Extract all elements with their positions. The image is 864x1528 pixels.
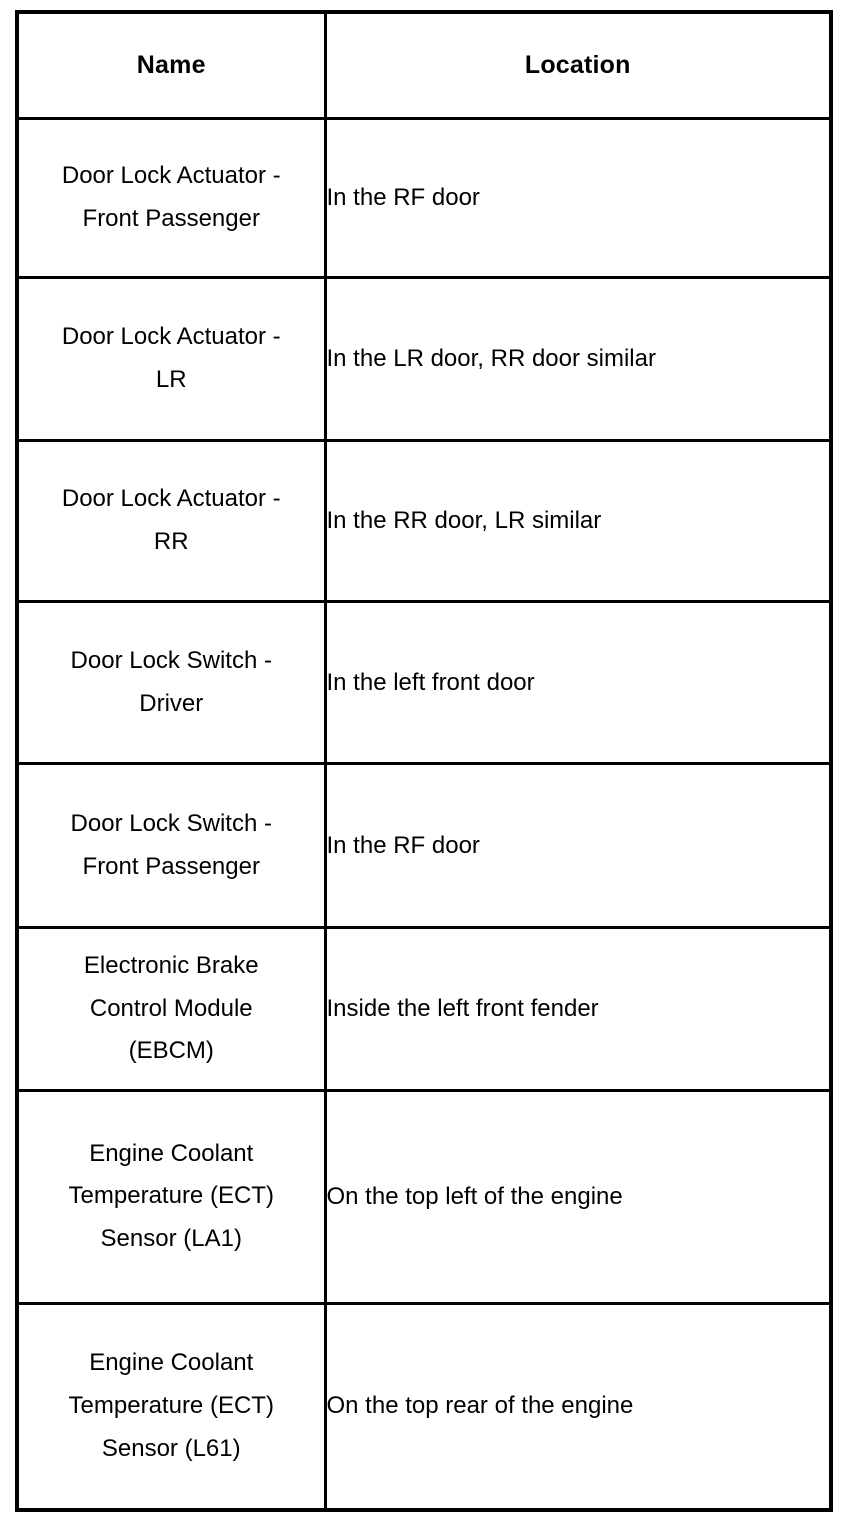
table-header-row: Name Location [15,10,833,120]
cell-location: In the left front door [323,600,833,766]
name-line: Door Lock Switch - [70,809,272,837]
name-line: Engine Coolant [89,1349,254,1377]
name-line: Sensor (L61) [101,1434,241,1462]
table-row: Engine Coolant Temperature (ECT) Sensor … [15,1089,833,1305]
table-row: Door Lock Switch - Driver In the left fr… [15,600,833,766]
cell-location: In the RF door [323,116,833,280]
name-line: Front Passenger [82,205,260,233]
name-line: Temperature (ECT) [68,1391,274,1419]
name-line: RR [153,527,189,555]
table-row: Door Lock Actuator - RR In the RR door, … [15,438,833,604]
name-line: Electronic Brake [83,951,259,979]
name-line: Door Lock Actuator - [61,162,281,190]
table-row: Door Lock Switch - Front Passenger In th… [15,762,833,929]
name-line: Temperature (ECT) [68,1182,274,1210]
column-header-name: Name [15,10,327,120]
name-line: Driver [139,689,204,717]
table-body: Door Lock Actuator - Front Passenger In … [15,116,833,1512]
cell-location: In the RF door [323,762,833,929]
cell-name: Door Lock Switch - Driver [15,600,327,766]
table-row: Engine Coolant Temperature (ECT) Sensor … [15,1301,833,1512]
cell-location: Inside the left front fender [323,925,833,1093]
name-line: Door Lock Actuator - [61,323,281,351]
table-header: Name Location [15,10,833,120]
cell-name: Electronic Brake Control Module (EBCM) [15,925,327,1093]
name-line: Door Lock Actuator - [61,485,281,513]
cell-name: Door Lock Actuator - RR [15,438,327,604]
cell-name: Door Lock Actuator - LR [15,276,327,442]
cell-location: In the RR door, LR similar [323,438,833,604]
cell-name: Door Lock Switch - Front Passenger [15,762,327,929]
name-line: (EBCM) [128,1037,214,1065]
cell-name: Engine Coolant Temperature (ECT) Sensor … [15,1301,327,1512]
table-row: Door Lock Actuator - LR In the LR door, … [15,276,833,442]
name-line: Control Module [89,994,253,1022]
component-location-table: Name Location Door Lock Actuator - Front… [15,10,833,1512]
cell-name: Engine Coolant Temperature (ECT) Sensor … [15,1089,327,1305]
name-line: Sensor (LA1) [100,1225,242,1253]
column-header-location: Location [323,10,833,120]
table-row: Door Lock Actuator - Front Passenger In … [15,116,833,280]
cell-location: On the top left of the engine [323,1089,833,1305]
name-line: Front Passenger [82,852,260,880]
name-line: LR [155,366,187,393]
name-line: Door Lock Switch - [70,646,272,674]
name-line: Engine Coolant [89,1139,254,1167]
table-row: Electronic Brake Control Module (EBCM) I… [15,925,833,1093]
cell-location: In the LR door, RR door similar [323,276,833,442]
cell-location: On the top rear of the engine [323,1301,833,1512]
cell-name: Door Lock Actuator - Front Passenger [15,116,327,280]
